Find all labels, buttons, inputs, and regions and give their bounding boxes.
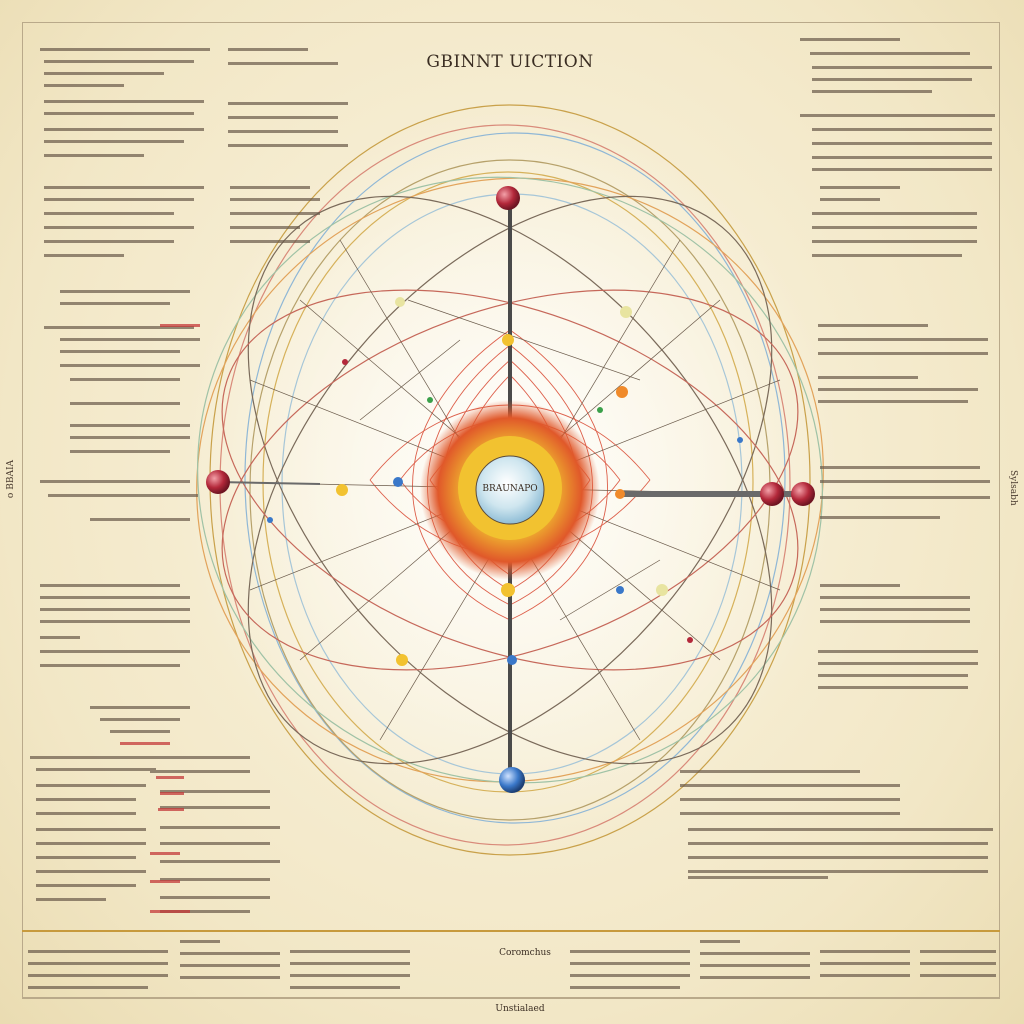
node-right-inner [760,482,784,506]
orbit-ellipse [221,289,799,671]
node-left [206,470,230,494]
core-label: BRAUNAPO [482,484,538,494]
horizontal-axis-left [217,481,321,485]
node-bottom [499,767,525,793]
diagram-frame [22,22,1000,998]
right-edge-label: Sylsabh [1008,470,1018,506]
diagram-title: GBINNT UICTION [426,52,594,72]
orbit-ellipse [196,177,824,783]
core-inner-sphere [475,455,545,525]
small-nodes [267,297,743,666]
orbit-ellipse [197,176,823,784]
footer-mid-label: Coromchus [499,948,551,958]
footer-caption: Unstialaed [495,1004,545,1014]
node-top [496,186,520,210]
footer-bottom-rule [22,998,1000,999]
orbit-ellipse [244,132,786,824]
orbit-ellipse [221,289,799,671]
annotation-blocks [28,38,996,989]
orbit-ellipse [247,195,773,765]
footer-top-rule [22,930,1000,932]
red-annotations [120,324,200,913]
node-right-outer [791,482,815,506]
